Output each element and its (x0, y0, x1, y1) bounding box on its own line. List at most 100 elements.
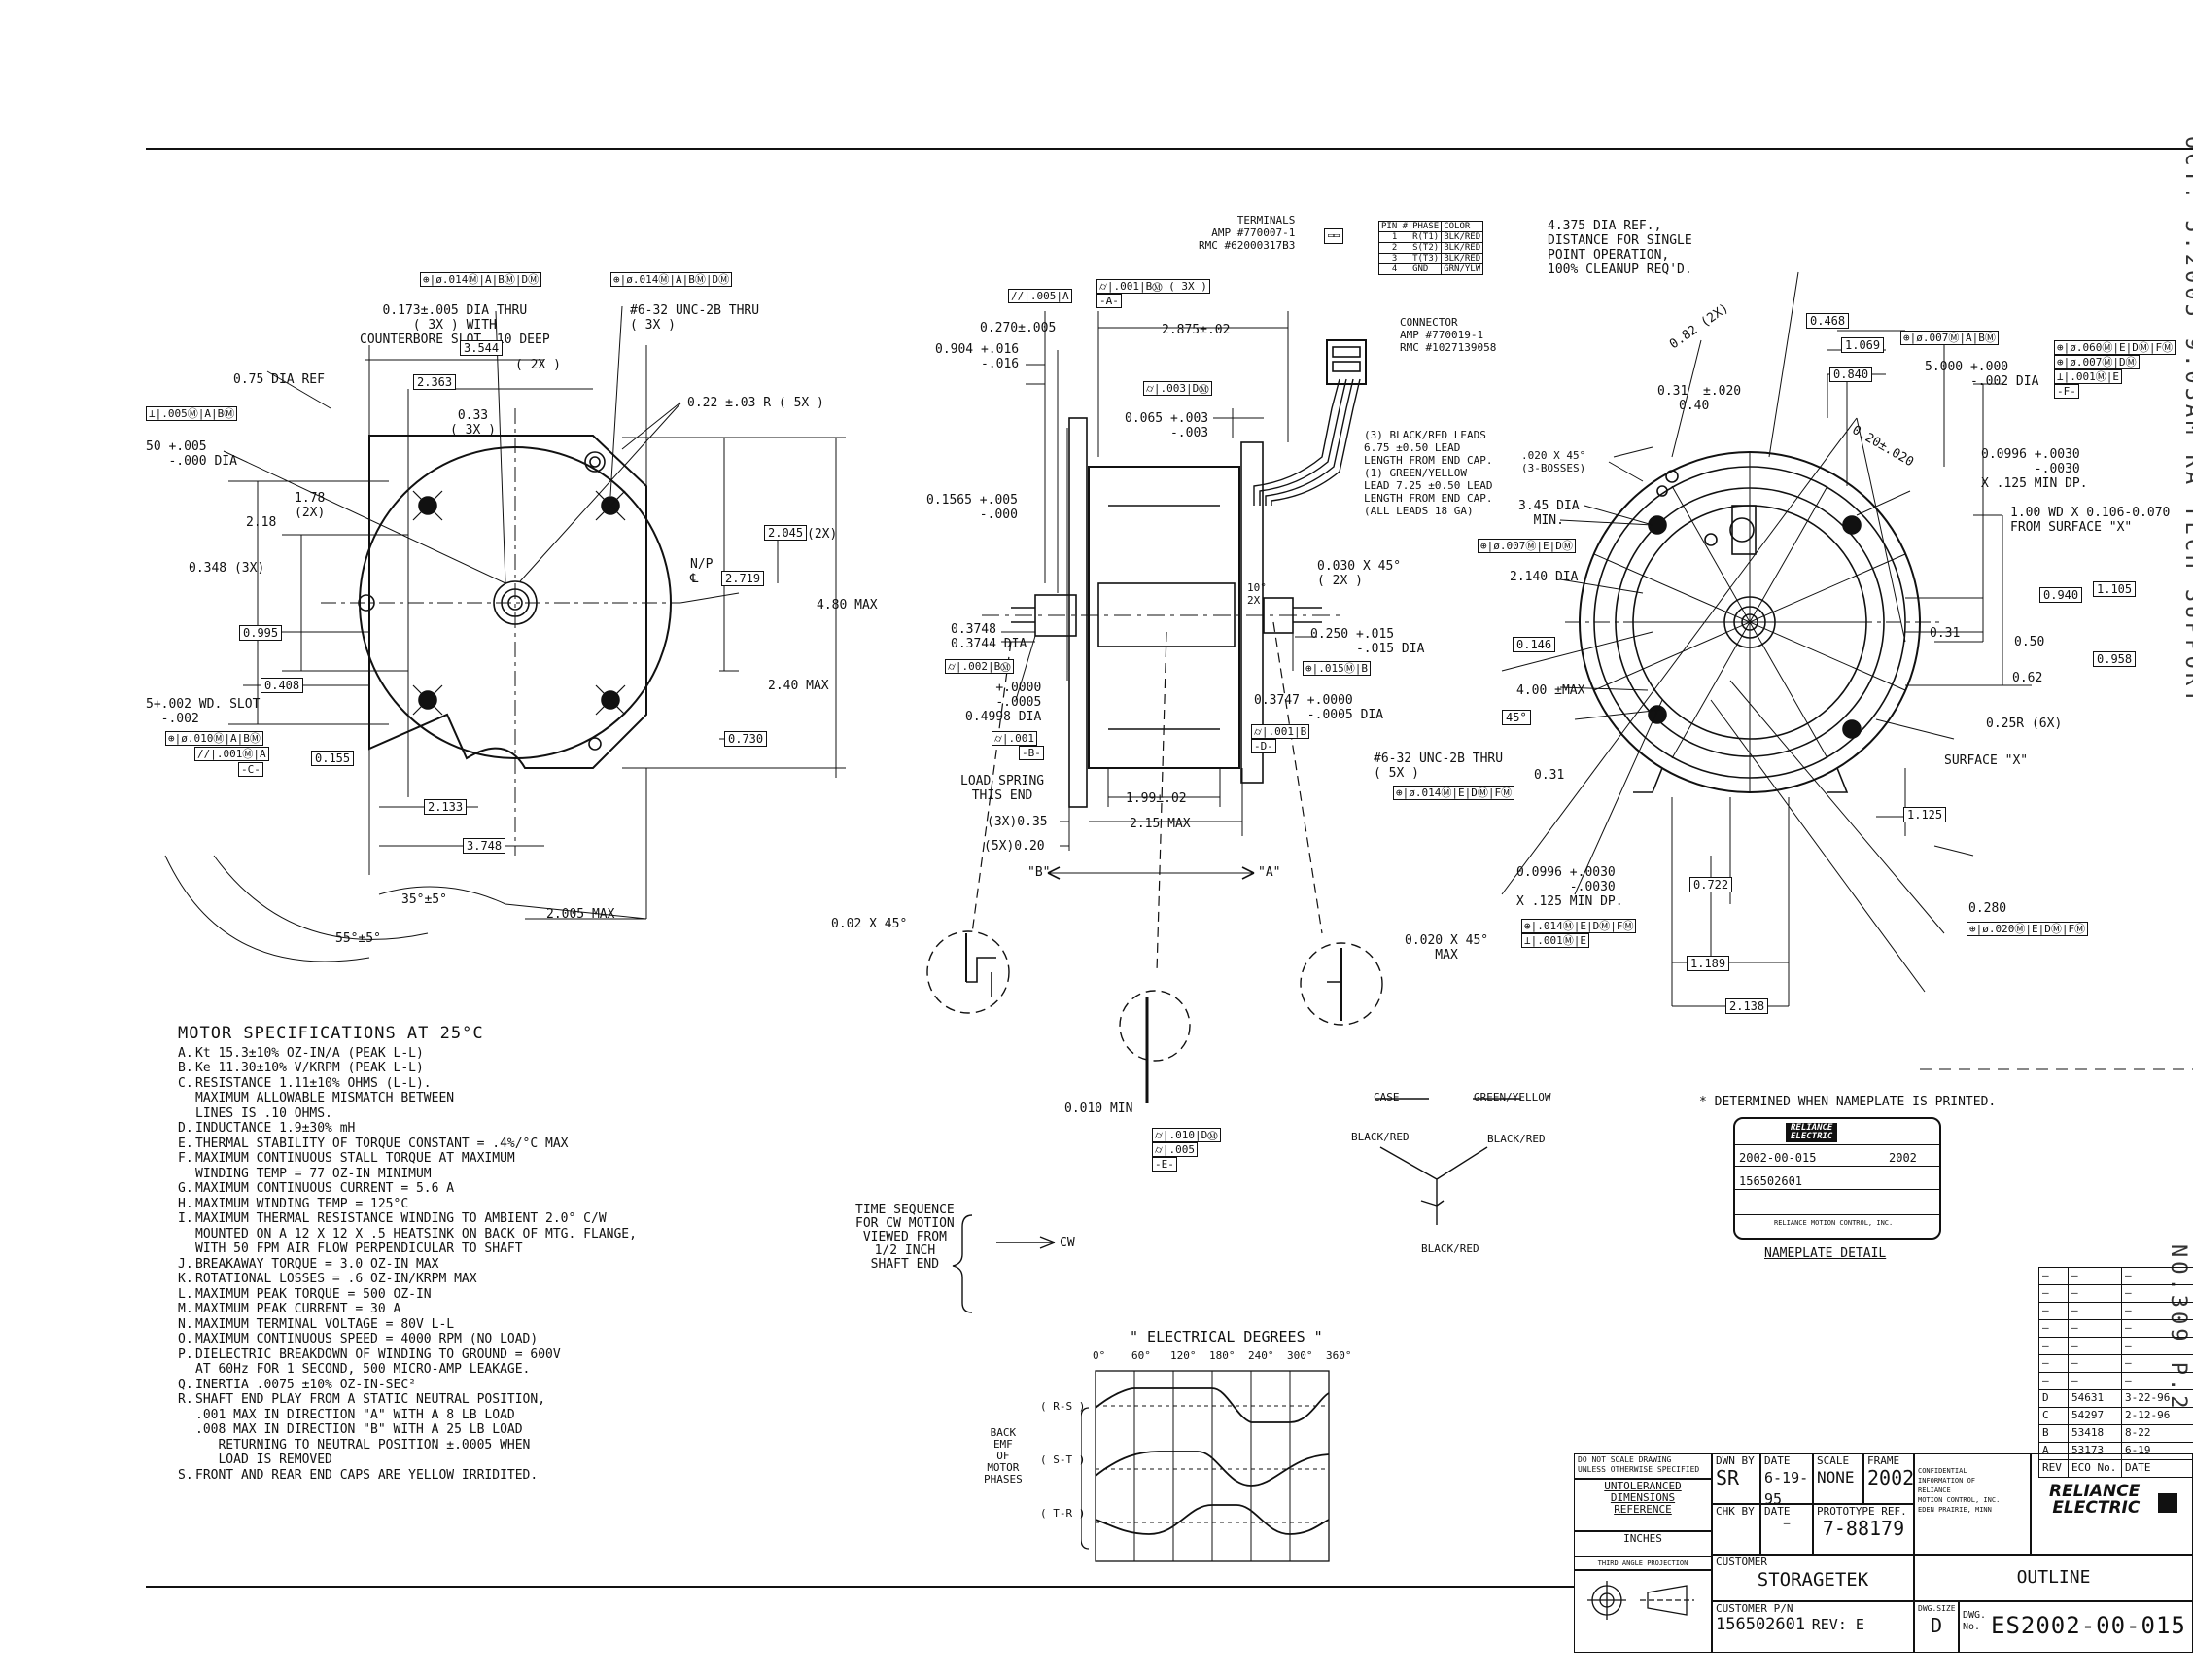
spec-key: C. (178, 1075, 193, 1091)
dim-03748: 0.3748 0.3744 DIA (951, 622, 1027, 651)
spec-value: MAXIMUM CONTINUOUS STALL TORQUE AT MAXIM… (195, 1151, 515, 1181)
spec-value: INDUCTANCE 1.9±30% mH (195, 1121, 356, 1136)
spec-item: C.RESISTANCE 1.11±10% OHMS (L-L). MAXIMU… (178, 1076, 683, 1122)
fcf-0280: ⊕|ø.020Ⓜ|E|DⓂ|FⓂ (1967, 922, 2089, 936)
tb-projection: THIRD ANGLE PROJECTION (1574, 1557, 1712, 1570)
np-centerline: N/P ℄ (690, 557, 714, 586)
fcf-slot: ⊕|ø.010Ⓜ|A|BⓂ (165, 731, 263, 746)
cw-arrow (952, 1214, 1056, 1313)
degree-label: 240° (1248, 1349, 1274, 1362)
fcf-front-top-left: ⊕|ø.014Ⓜ|A|BⓂ|DⓂ (420, 272, 542, 287)
spec-item: P.DIELECTRIC BREAKDOWN OF WINDING TO GRO… (178, 1348, 683, 1378)
spec-item: K.ROTATIONAL LOSSES = .6 OZ-IN/KRPM MAX (178, 1272, 683, 1287)
spec-value: MAXIMUM WINDING TEMP = 125°C (195, 1196, 409, 1211)
fcf-front-left: ⊥|.005Ⓜ|A|BⓂ (146, 406, 238, 421)
spec-key: O. (178, 1332, 193, 1347)
fcf-5000: ⊕|ø.007Ⓜ|A|BⓂ (1900, 331, 1999, 345)
nameplate-detail: RELIANCE ELECTRIC 2002-00-015 2002 15650… (1733, 1117, 1941, 1240)
spec-key: K. (178, 1272, 193, 1286)
dim-2138: 2.138 (1725, 998, 1769, 1014)
surface-x: SURFACE "X" (1944, 753, 2029, 768)
spec-key: J. (178, 1256, 193, 1272)
slot-note: 5+.002 WD. SLOT -.002 (146, 697, 261, 726)
spec-item: O.MAXIMUM CONTINUOUS SPEED = 4000 RPM (N… (178, 1332, 683, 1348)
dim-2875: 2.875±.02 (1162, 323, 1231, 337)
dim-0146: 0.146 (1513, 637, 1556, 652)
spec-item: S.FRONT AND REAR END CAPS ARE YELLOW IRR… (178, 1468, 683, 1484)
side-view-geometry (926, 311, 1383, 1103)
dim-400: 4.00 ±MAX (1516, 683, 1585, 698)
spec-item: J.BREAKAWAY TORQUE = 3.0 OZ-IN MAX (178, 1257, 683, 1273)
spec-value: Ke 11.30±10% V/KRPM (PEAK L-L) (195, 1061, 424, 1075)
spec-key: D. (178, 1121, 193, 1136)
fcf-tap: ⊕|ø.014Ⓜ|E|DⓂ|FⓂ (1393, 786, 1515, 800)
dim-025r: 0.25R (6X) (1986, 717, 2063, 731)
nameplate-note: * DETERMINED WHEN NAMEPLATE IS PRINTED. (1699, 1095, 1997, 1109)
dim-0010: 0.010 MIN (1064, 1102, 1133, 1116)
fax-stamp: OCT. 5.2005 9:03AM RA TECH SUPPORT (2180, 136, 2193, 707)
dim-00996-bottom: 0.0996 +.0030 -.0030 X .125 MIN DP. (1516, 865, 1623, 909)
spec-item: E.THERMAL STABILITY OF TORQUE CONSTANT =… (178, 1137, 683, 1152)
emf-waveforms (1081, 1370, 1330, 1562)
tb-dwg-no: DWG. No. ES2002-00-015 (1959, 1601, 2193, 1653)
spec-item: N.MAXIMUM TERMINAL VOLTAGE = 80V L-L (178, 1317, 683, 1333)
title-block: DO NOT SCALE DRAWING UNLESS OTHERWISE SP… (1574, 1453, 2193, 1653)
dim-1125: 1.125 (1903, 807, 1947, 822)
dim-0730: 0.730 (724, 731, 768, 747)
dim-3544-qty: ( 2X ) (515, 358, 561, 372)
dia-left-label: 50 +.005 -.000 DIA (146, 439, 237, 469)
tb-date2: DATE– (1760, 1504, 1813, 1555)
dim-345: 3.45 DIA MIN. (1518, 499, 1580, 528)
degree-label: 360° (1326, 1349, 1352, 1362)
tap-note: #6-32 UNC-2B THRU ( 5X ) (1374, 752, 1504, 781)
phase-tr: ( T-R ) (1040, 1507, 1086, 1520)
dim-0722: 0.722 (1689, 877, 1733, 892)
spec-key: M. (178, 1302, 193, 1316)
spec-value: Kt 15.3±10% OZ-IN/A (PEAK L-L) (195, 1045, 424, 1061)
fcf-front-top-right: ⊕|ø.014Ⓜ|A|BⓂ|DⓂ (610, 272, 733, 287)
fcf-bottom-1: ⊕|.014Ⓜ|E|DⓂ|FⓂ (1521, 919, 1637, 933)
fcf-002b: ⌭|.002|BⓂ (945, 659, 1014, 674)
motor-specifications: MOTOR SPECIFICATIONS AT 25°C A.Kt 15.3±1… (178, 1026, 683, 1484)
dim-3544: 3.544 (460, 340, 504, 356)
spec-item: M.MAXIMUM PEAK CURRENT = 30 A (178, 1302, 683, 1317)
dia-ref-note: 4.375 DIA REF., DISTANCE FOR SINGLE POIN… (1548, 219, 1692, 277)
tapped-hole-note: #6-32 UNC-2B THRU ( 3X ) (630, 303, 760, 332)
chamfer-bosses: .020 X 45° (3-BOSSES) (1521, 449, 1586, 474)
spec-key: L. (178, 1286, 193, 1302)
wye-case-label: CASE (1374, 1091, 1400, 1103)
dim-0155: 0.155 (311, 751, 355, 766)
dim-035: (3X)0.35 (987, 815, 1048, 829)
spec-key: A. (178, 1045, 193, 1061)
nameplate-cust-part: 156502601 (1739, 1174, 1803, 1188)
dim-1105: 1.105 (2093, 581, 2137, 597)
dim-3748: 3.748 (463, 838, 506, 854)
datum-a: -A- (1096, 294, 1122, 308)
hole-note: 0.173±.005 DIA THRU ( 3X ) WITH COUNTERB… (360, 303, 550, 347)
load-spring-note: LOAD SPRING THIS END (960, 774, 1045, 803)
spec-value: BREAKAWAY TORQUE = 3.0 OZ-IN MAX (195, 1256, 439, 1272)
dim-0270: 0.270±.005 (980, 321, 1057, 335)
dim-5000: 5.000 +.000 -.002 DIA (1925, 360, 2039, 389)
dim-020: (5X)0.20 (984, 839, 1045, 854)
dim-218: 2.18 (246, 515, 277, 530)
spec-value: MAXIMUM PEAK TORQUE = 500 OZ-IN (195, 1286, 432, 1302)
rear-view-geometry (1501, 271, 2032, 1007)
dim-2363: 2.363 (413, 374, 457, 390)
dim-2719: 2.719 (721, 571, 765, 586)
time-sequence-note: TIME SEQUENCE FOR CW MOTION VIEWED FROM … (855, 1203, 955, 1272)
datum-e: -E- (1152, 1157, 1177, 1172)
specs-list: A.Kt 15.3±10% OZ-IN/A (PEAK L-L)B.Ke 11.… (178, 1046, 683, 1484)
angle-35: 35°±5° (401, 892, 447, 907)
dim-0468: 0.468 (1806, 313, 1850, 329)
fcf-e2: ⌭|.005 (1152, 1142, 1198, 1157)
spec-item: F.MAXIMUM CONTINUOUS STALL TORQUE AT MAX… (178, 1151, 683, 1181)
dim-199: 1.99±.02 (1126, 791, 1187, 806)
